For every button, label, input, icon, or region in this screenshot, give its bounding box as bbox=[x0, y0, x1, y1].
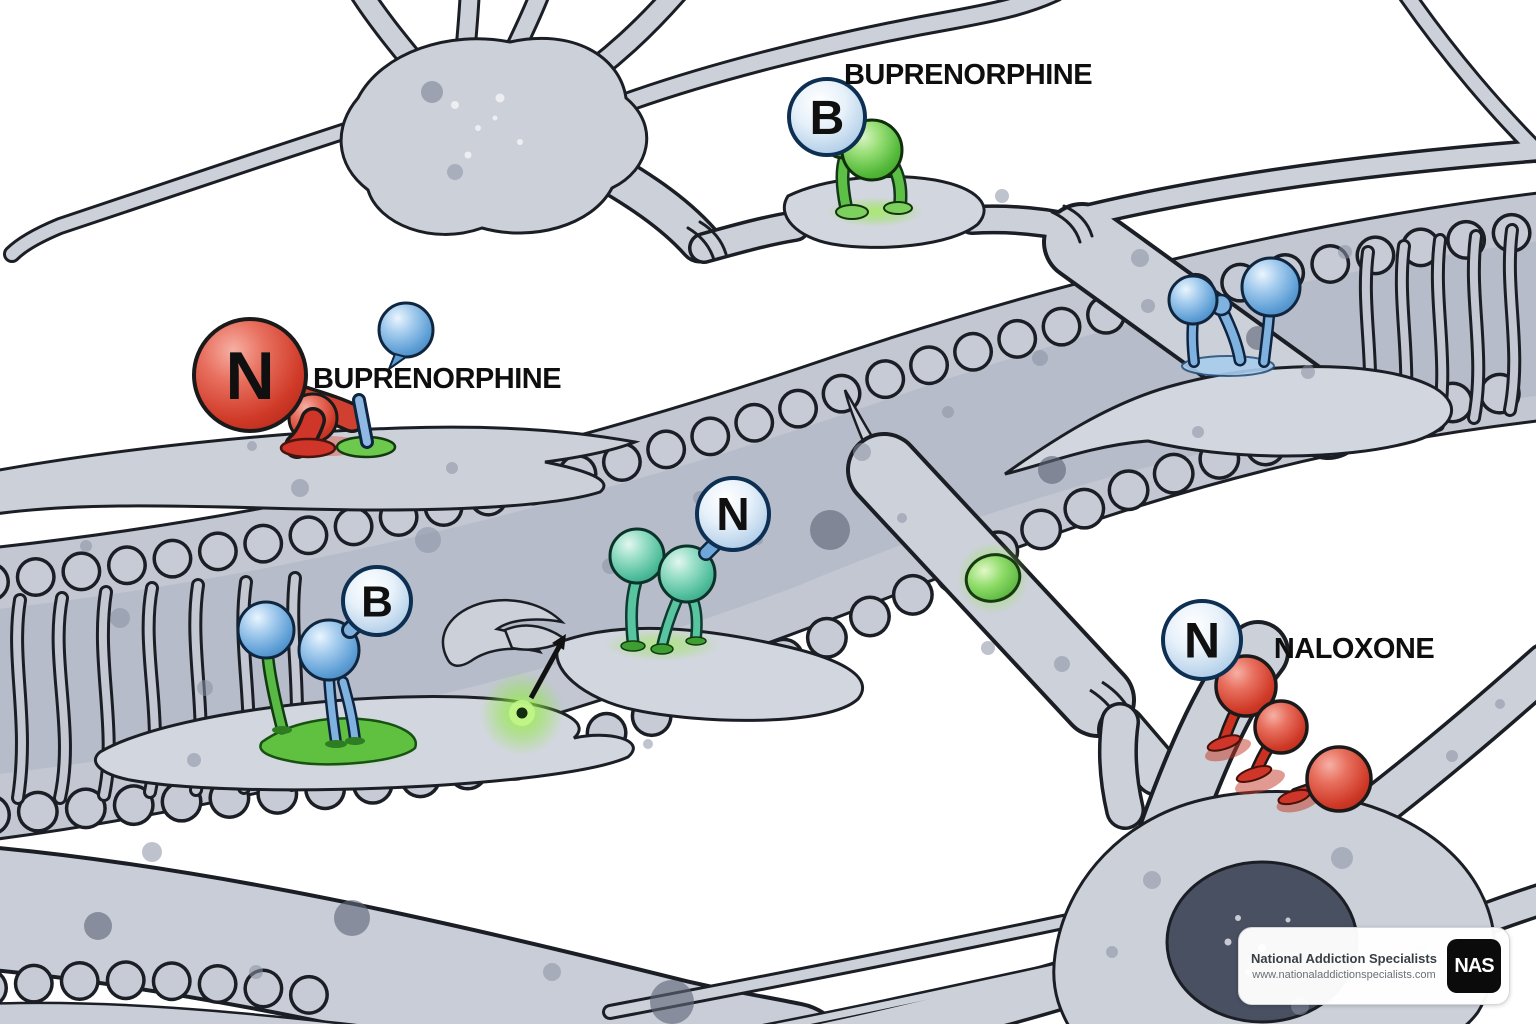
naloxone-molecule-3 bbox=[1305, 745, 1373, 813]
teal-molecule-1 bbox=[608, 527, 666, 585]
badge-letter-n-right: N bbox=[1184, 613, 1220, 669]
buprenorphine-badge-mid bbox=[341, 565, 413, 637]
naloxone-badge-right bbox=[1161, 599, 1243, 681]
watermark-website: www.nationaladdictionspecialists.com bbox=[1252, 969, 1436, 981]
site-naloxone-mid: N bbox=[604, 476, 771, 661]
endorphin-release-annotation bbox=[480, 634, 566, 755]
arrow-head-icon bbox=[552, 634, 566, 650]
watermark-org-name: National Addiction Specialists bbox=[1251, 951, 1437, 966]
arrow-line bbox=[528, 643, 563, 700]
badge-letter-n-mid: N bbox=[716, 488, 749, 540]
organelle-spots bbox=[80, 189, 1505, 1015]
buprenorphine-molecule-free bbox=[377, 301, 435, 359]
naloxone-molecule-2 bbox=[1253, 699, 1309, 755]
bottom-left-fiber bbox=[0, 846, 842, 1029]
watermark-card: National Addiction Specialists www.natio… bbox=[1238, 927, 1510, 1005]
teal-molecule-2 bbox=[657, 544, 717, 604]
soma bbox=[339, 36, 649, 236]
buprenorphine-molecule-1 bbox=[236, 600, 296, 660]
site-naloxone-blocked-left: N BUPRENORPHINE bbox=[192, 301, 562, 459]
label-buprenorphine-top: BUPRENORPHINE bbox=[844, 59, 1092, 91]
badge-letter-n-left: N bbox=[225, 338, 274, 414]
badge-letter-b-top: B bbox=[810, 92, 845, 145]
top-left-neuron bbox=[3, 0, 1062, 264]
badge-letter-b-mid: B bbox=[361, 577, 393, 626]
blue-molecule-1 bbox=[1167, 274, 1219, 326]
site-buprenorphine-bound: B bbox=[236, 565, 418, 769]
label-buprenorphine-left: BUPRENORPHINE bbox=[313, 363, 561, 395]
endorphin-vesicle bbox=[964, 553, 1022, 603]
site-top-right-receptors bbox=[1167, 256, 1302, 377]
naloxone-badge-mid bbox=[695, 476, 771, 552]
label-naloxone: NALOXONE bbox=[1274, 633, 1435, 665]
naloxone-molecule-1 bbox=[1214, 654, 1278, 718]
site-buprenorphine-top: B BUPRENORPHINE bbox=[787, 59, 1093, 227]
naloxone-foot-blocked bbox=[279, 437, 337, 459]
bottom-right-neuron bbox=[602, 620, 1536, 1029]
node-of-ranvier-marks bbox=[686, 204, 1094, 262]
watermark-text: National Addiction Specialists www.natio… bbox=[1249, 951, 1439, 981]
naloxone-ball-large bbox=[192, 317, 308, 433]
site-naloxone-right: N NALOXONE bbox=[1161, 599, 1435, 813]
blue-molecule-2 bbox=[1240, 256, 1302, 318]
nas-logo: NAS bbox=[1447, 939, 1501, 993]
soma-speckles bbox=[451, 93, 523, 159]
bouton-top-right bbox=[1004, 365, 1454, 476]
buprenorphine-badge-top bbox=[787, 77, 867, 157]
